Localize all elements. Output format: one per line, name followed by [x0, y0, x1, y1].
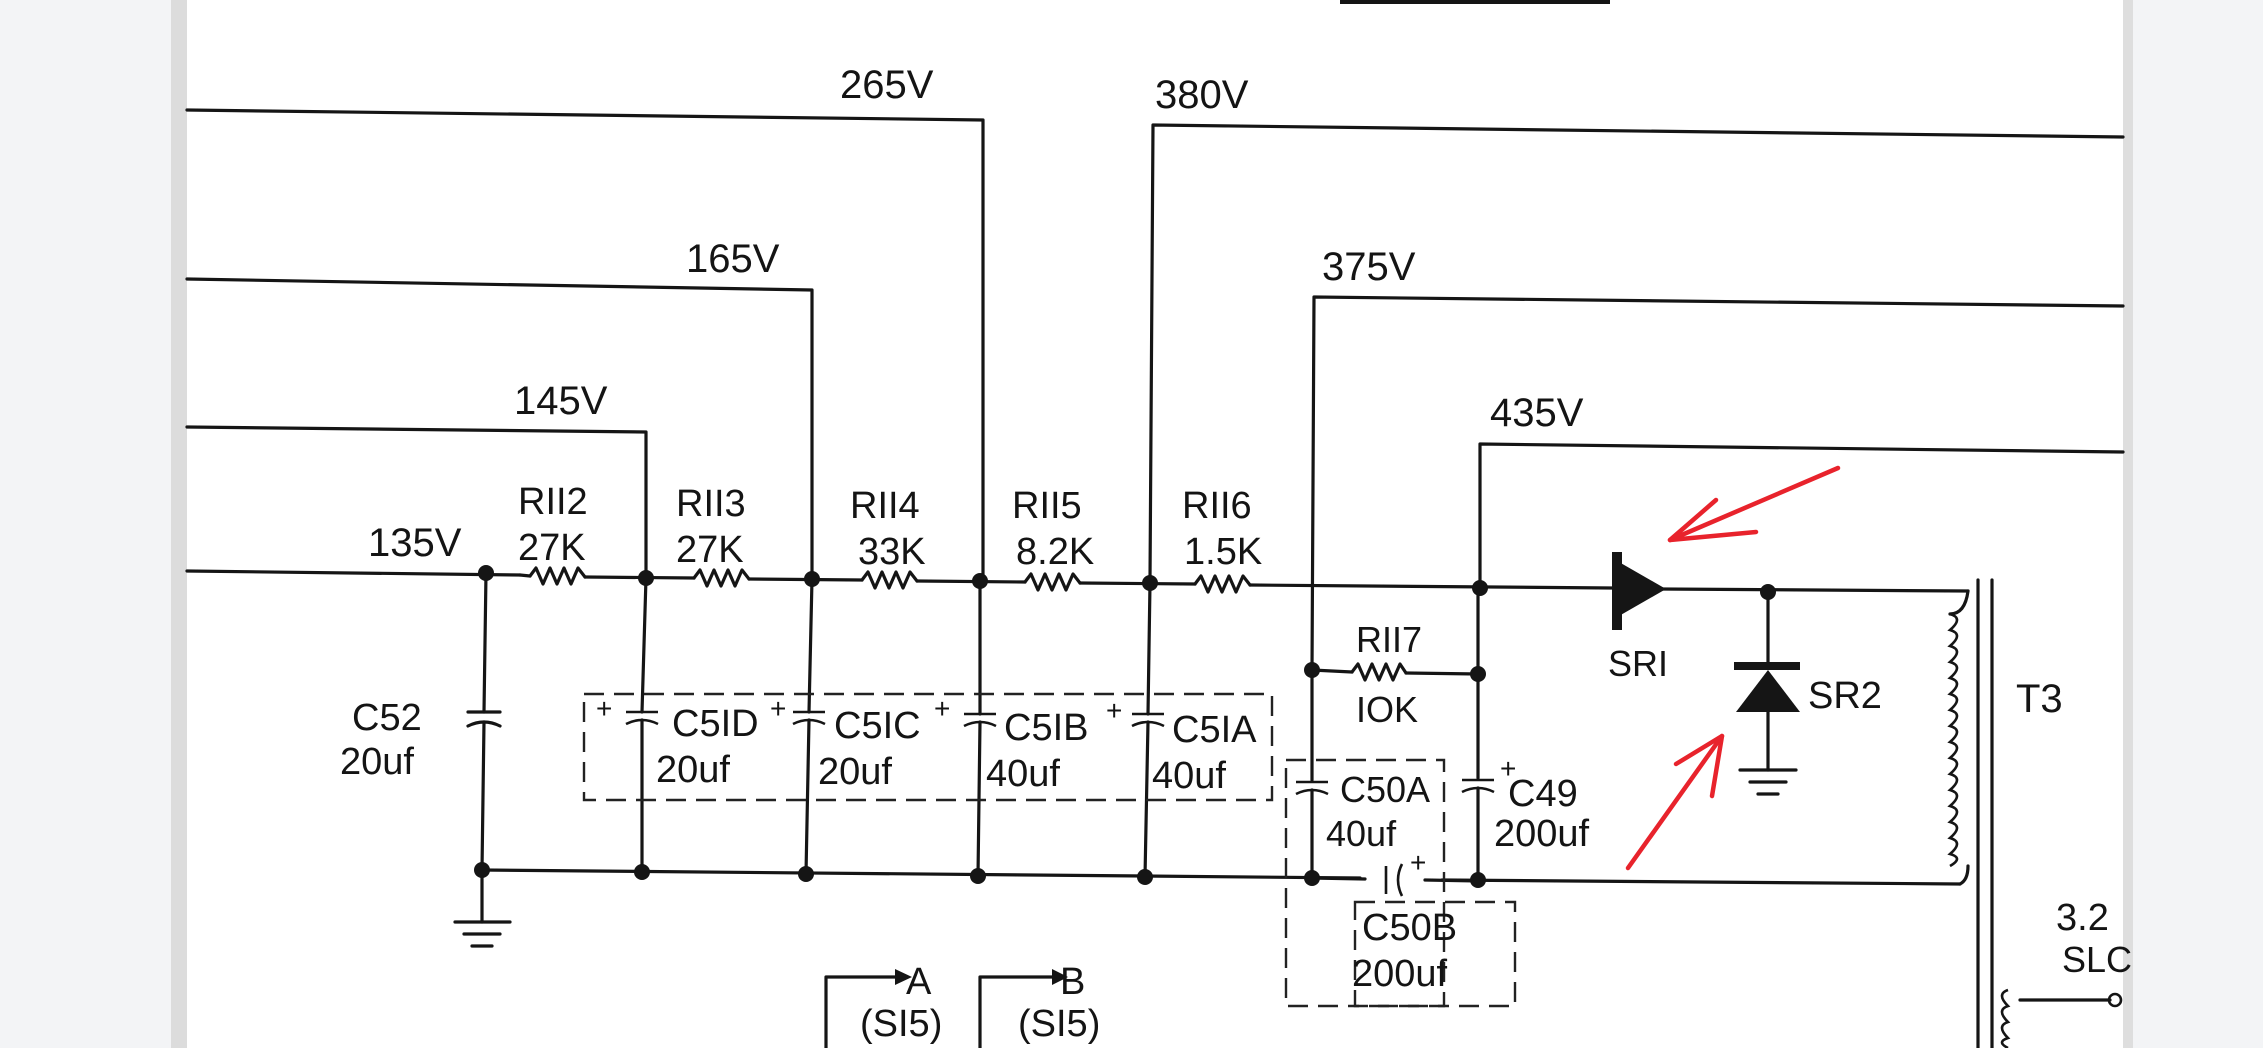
connector-lines: [824, 969, 1068, 1048]
c51c-value: 20uf: [818, 751, 892, 793]
red-arrow-icon: [1667, 465, 1841, 543]
c51b-value: 40uf: [986, 753, 1060, 795]
junction-dots: [474, 565, 1776, 888]
voltage-375v: 375V: [1322, 245, 1416, 289]
c51a-value: 40uf: [1152, 755, 1226, 797]
c50a-ref: C50A: [1340, 769, 1430, 810]
connector-b-sub: (SI5): [1018, 1003, 1100, 1045]
c51d-value: 20uf: [656, 749, 730, 791]
filter-section: [1284, 586, 1517, 1008]
paper-right-edge: [2123, 0, 2133, 1048]
top-cropped-box: [1340, 0, 1610, 4]
r117-ref: RII7: [1356, 619, 1422, 660]
rail-380v: [1148, 123, 2125, 582]
c51b-ref: C5IB: [1004, 707, 1088, 749]
resistor-r116: [1193, 574, 1252, 594]
plus-sign: +: [1500, 753, 1516, 784]
resistor-r112: [528, 566, 587, 586]
rectifier-sr1: [1612, 552, 1666, 630]
rail-435v: [1478, 442, 2125, 584]
c51a-ref: C5IA: [1172, 709, 1257, 751]
c50b-ref: C50B: [1362, 907, 1457, 949]
r115-value: 8.2K: [1016, 531, 1094, 573]
r116-ref: RII6: [1182, 485, 1252, 527]
voltage-435v: 435V: [1490, 391, 1584, 435]
c52-value: 20uf: [340, 741, 414, 783]
resistor-r115: [1023, 572, 1082, 592]
voltage-380v: 380V: [1155, 73, 1249, 117]
capacitor-bank-c51: [582, 576, 1274, 879]
ground-icon: [453, 868, 512, 948]
connector-a-sub: (SI5): [860, 1003, 942, 1045]
c52-ref: C52: [352, 697, 422, 739]
transformer-t3: [1947, 578, 2123, 1048]
rail-375v: [1310, 295, 2125, 672]
plus-sign: +: [1106, 695, 1122, 726]
t3-partial-label-2: SLC: [2062, 939, 2132, 980]
paper-left-edge: [171, 0, 187, 1048]
c51d-ref: C5ID: [672, 703, 759, 745]
plus-sign: +: [596, 693, 612, 724]
t3-partial-label-1: 3.2: [2056, 897, 2109, 939]
r113-value: 27K: [676, 529, 744, 571]
r115-ref: RII5: [1012, 485, 1082, 527]
c50b-dashed-outline: [1353, 900, 1517, 1008]
c50a-value: 40uf: [1326, 813, 1397, 854]
plus-sign: +: [1410, 847, 1426, 878]
r112-value: 27K: [518, 527, 586, 569]
voltage-145v: 145V: [514, 379, 608, 423]
resistor-r114: [860, 570, 919, 590]
voltage-165v: 165V: [686, 237, 780, 281]
r112-ref: RII2: [518, 481, 588, 523]
rail-165v: [185, 277, 814, 582]
r113-ref: RII3: [676, 483, 746, 525]
r114-ref: RII4: [850, 485, 920, 527]
voltage-265v: 265V: [840, 63, 934, 107]
sr1-label: SRI: [1608, 643, 1668, 684]
plus-sign: +: [934, 693, 950, 724]
c51-dashed-outline: [582, 692, 1274, 802]
rail-265v: [185, 108, 985, 582]
r117-value: IOK: [1356, 689, 1418, 730]
c49-value: 200uf: [1494, 813, 1590, 855]
voltage-135v: 135V: [368, 521, 462, 565]
t3-label: T3: [2016, 677, 2063, 721]
rail-145v: [185, 425, 648, 582]
c50b-value: 200uf: [1352, 953, 1448, 995]
c51c-ref: C5IC: [834, 705, 921, 747]
r116-value: 1.5K: [1184, 531, 1262, 573]
connector-a-label: A: [906, 961, 932, 1003]
r114-value: 33K: [858, 531, 926, 573]
resistor-r117: [1350, 662, 1408, 682]
supply-rails: [185, 108, 2125, 672]
resistor-r113: [692, 568, 751, 588]
connector-b-label: B: [1060, 961, 1085, 1003]
sr2-label: SR2: [1808, 675, 1882, 717]
rectifier-sr2: [1734, 590, 1800, 796]
annotation-arrows: [1625, 465, 1841, 871]
plus-sign: +: [770, 693, 786, 724]
c50-dashed-outline: [1284, 758, 1446, 1008]
c49-ref: C49: [1508, 773, 1578, 815]
capacitor-c52: [466, 571, 502, 872]
labels: 265V 380V 165V 375V 145V 435V 135V RII2 …: [340, 63, 2132, 1045]
red-arrow-icon: [1625, 733, 1725, 871]
ground-bus: [480, 864, 1970, 886]
